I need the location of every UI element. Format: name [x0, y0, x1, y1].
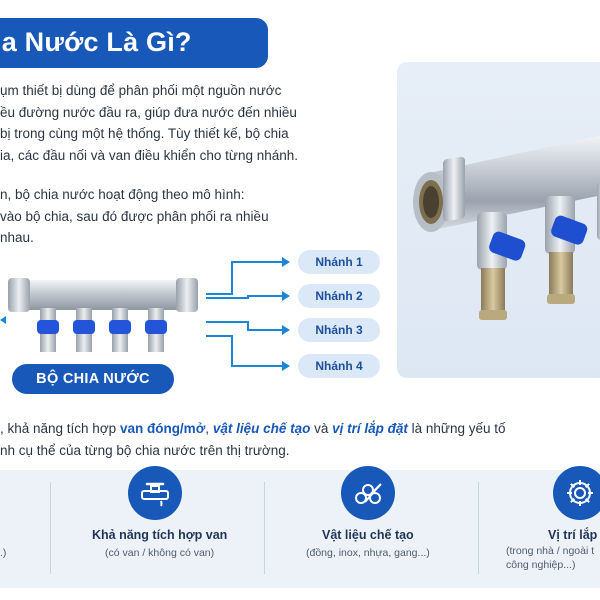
intro-line: bị trong cùng một hệ thống. Tùy thiết kế…: [0, 126, 289, 141]
manifold-diagram: [0, 238, 400, 398]
title-banner: ia Nước Là Gì?: [0, 18, 268, 68]
valve-icon: [128, 466, 182, 520]
factors-paragraph: , khả năng tích hợp van đóng/mở, vật liệ…: [0, 418, 506, 462]
manifold-photo: [397, 62, 600, 378]
factors-text: và: [310, 421, 333, 436]
manifold-photo-illustration: [413, 135, 600, 320]
valve-icon-glyph: [141, 482, 169, 507]
gear-icon: [553, 466, 600, 520]
factor-location: vị trí lắp đặt: [332, 421, 408, 436]
factors-text: , khả năng tích hợp: [0, 421, 120, 436]
criteria-title-1: Khả năng tích hợp van: [92, 528, 228, 542]
factor-material: vật liệu chế tạo: [212, 421, 311, 436]
pipes-icon: [341, 466, 395, 520]
criteria-strip: [0, 470, 600, 588]
branch-label-2: Nhánh 2: [298, 284, 380, 308]
criteria-sub-3b: công nghiệp...): [506, 559, 576, 571]
factors-text: ,: [205, 421, 213, 436]
branch-label-3: Nhánh 3: [298, 318, 380, 342]
criteria-title-3: Vị trí lắp: [548, 528, 598, 542]
branch-label-1: Nhánh 1: [298, 250, 380, 274]
divider: [264, 482, 265, 574]
arrow-head-icon: [282, 257, 290, 267]
factors-text: là những yếu tố: [407, 421, 506, 436]
divider: [478, 482, 479, 574]
factor-valve: van đóng/mở: [119, 421, 206, 436]
arrow-head-icon: [282, 361, 290, 371]
criteria-sub-0: .): [0, 547, 7, 559]
intro-line: ều đường nước đầu ra, giúp đưa nước đến …: [0, 104, 297, 120]
pipes-icon-glyph: [355, 483, 382, 504]
diagram-valve: [109, 308, 131, 352]
criteria-sub-2: (đồng, inox, nhựa, gang...): [306, 547, 430, 559]
principle-line: nhau.: [0, 230, 34, 245]
criteria-sub-1: (có van / không có van): [105, 547, 215, 559]
branch-arrows: [206, 261, 284, 367]
criteria-sub-3: (trong nhà / ngoài t: [506, 545, 595, 557]
intro-paragraph: ụm thiết bị dùng để phân phối một nguồn …: [0, 80, 298, 166]
factors-line: nh cụ thể của từng bộ chia nước trên thị…: [0, 443, 290, 458]
principle-line: n, bộ chia nước hoạt động theo mô hình:: [0, 187, 245, 202]
manifold-diagram-svg: [0, 257, 290, 371]
principle-line: vào bộ chia, sau đó được phân phối ra nh…: [0, 208, 269, 224]
gear-icon-glyph: [567, 480, 593, 506]
criteria-title-2: Vật liệu chế tạo: [322, 528, 414, 542]
factors-line: , khả năng tích hợp van đóng/mở, vật liệ…: [0, 418, 506, 440]
divider: [50, 482, 51, 574]
arrow-head-icon: [282, 325, 290, 335]
arrow-head-icon: [282, 291, 290, 301]
device-label: BỘ CHIA NƯỚC: [12, 364, 174, 394]
diagram-valve: [145, 308, 167, 352]
principle-paragraph: n, bộ chia nước hoạt động theo mô hình: …: [0, 184, 269, 249]
intro-line: ụm thiết bị dùng để phân phối một nguồn …: [0, 83, 282, 98]
diagram-valve: [37, 308, 59, 352]
intro-line: ia, các đầu nối và van điều khiển cho từ…: [0, 147, 298, 163]
diagram-valve: [73, 308, 95, 352]
branch-label-4: Nhánh 4: [298, 354, 380, 378]
page-title: ia Nước Là Gì?: [0, 27, 192, 57]
